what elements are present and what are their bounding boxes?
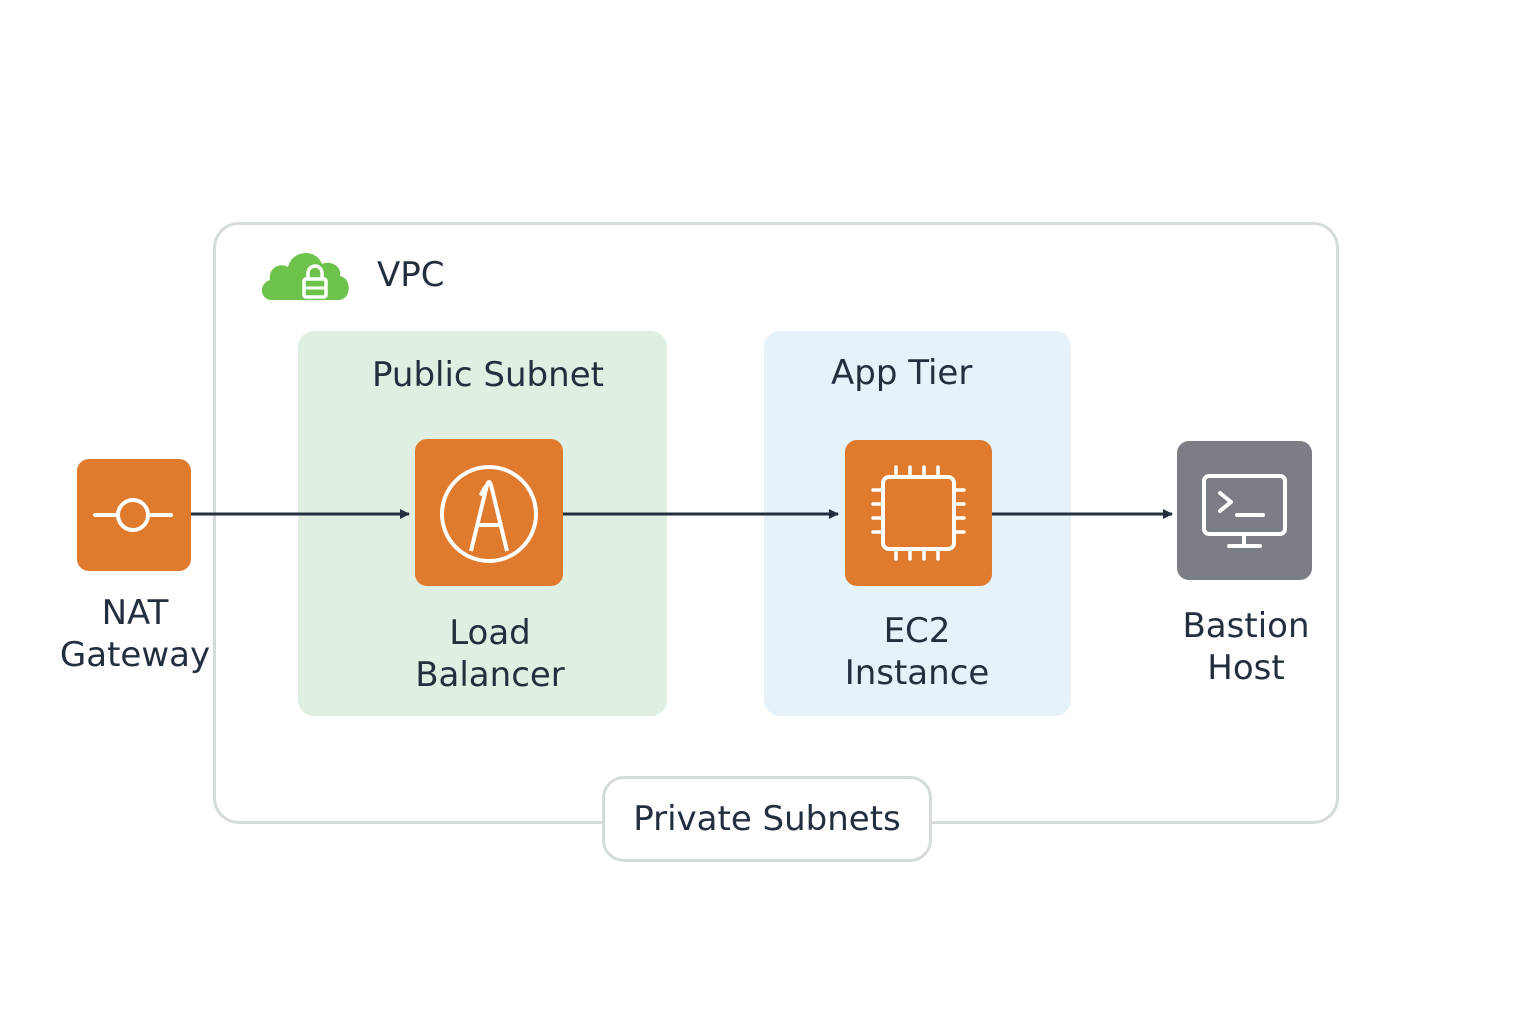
cpu-chip-icon	[871, 465, 966, 561]
private-subnets-label: Private Subnets	[633, 799, 901, 839]
ec2-instance-node[interactable]	[845, 440, 992, 586]
cloud-lock-icon	[261, 253, 349, 300]
vpc-label: VPC	[377, 255, 445, 295]
load-balancer-node[interactable]	[415, 439, 563, 586]
bastion-host-label: Bastion Host	[1182, 606, 1310, 688]
terminal-monitor-icon	[1202, 474, 1287, 548]
nat-gateway-node[interactable]	[77, 459, 191, 571]
app-tier-title: App Tier	[831, 353, 973, 393]
load-balancer-label: Load Balancer	[415, 613, 565, 695]
private-subnets-badge: Private Subnets	[602, 776, 932, 862]
ec2-instance-label: EC2 Instance	[844, 611, 990, 693]
public-subnet-title: Public Subnet	[372, 355, 604, 395]
nat-gateway-icon	[93, 498, 173, 532]
bastion-host-node[interactable]	[1177, 441, 1312, 580]
load-balancer-icon	[440, 465, 538, 563]
nat-gateway-label: NAT Gateway	[59, 593, 211, 675]
